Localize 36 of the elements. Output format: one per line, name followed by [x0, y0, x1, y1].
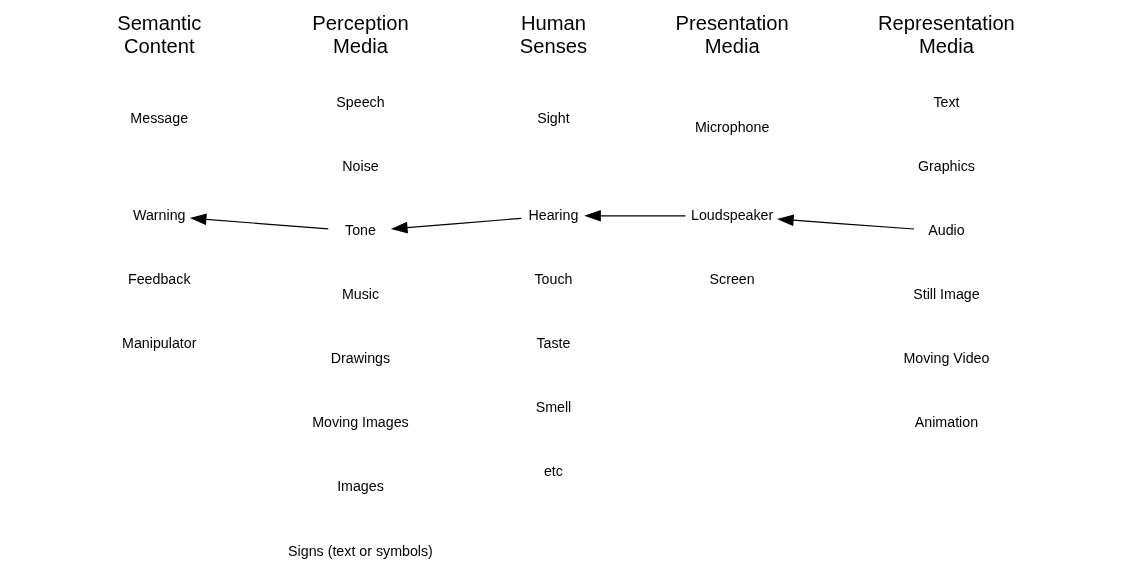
label: Noise: [342, 157, 379, 174]
arrow: [584, 210, 687, 222]
label: Taste: [536, 334, 571, 351]
label: Perception Media: [312, 12, 409, 57]
label: etc: [543, 462, 563, 479]
label: Moving Video: [903, 350, 990, 367]
label: Speech: [336, 93, 385, 110]
arrow: [777, 214, 915, 230]
label: Text: [933, 93, 960, 110]
label: Drawings: [330, 350, 391, 367]
label: Message: [130, 110, 189, 127]
node-text: Hearing: [528, 206, 579, 223]
node-text: Warning: [133, 206, 186, 223]
label: Images: [337, 478, 384, 495]
label: Feedback: [127, 270, 191, 287]
label: Sight: [537, 110, 570, 127]
arrow: [189, 213, 329, 230]
label: Still Image: [913, 286, 980, 303]
label: Screen: [709, 270, 755, 287]
node-text: Tone: [345, 221, 376, 238]
label: Signs (text or symbols): [288, 542, 433, 559]
label: Representation Media: [878, 12, 1015, 57]
label: Music: [341, 286, 380, 303]
node-text: Loudspeaker: [690, 206, 774, 223]
label: Moving Images: [312, 414, 409, 431]
node-text: Audio: [928, 221, 965, 238]
label: Graphics: [917, 157, 975, 174]
label: Semantic Content: [117, 12, 202, 57]
label: Microphone: [694, 118, 770, 135]
label: Animation: [914, 414, 979, 431]
label: Manipulator: [122, 334, 197, 351]
label: Human Senses: [519, 12, 588, 57]
label: Presentation Media: [675, 12, 789, 57]
label: Smell: [535, 398, 572, 415]
arrow: [390, 217, 522, 234]
label: Touch: [534, 270, 573, 287]
